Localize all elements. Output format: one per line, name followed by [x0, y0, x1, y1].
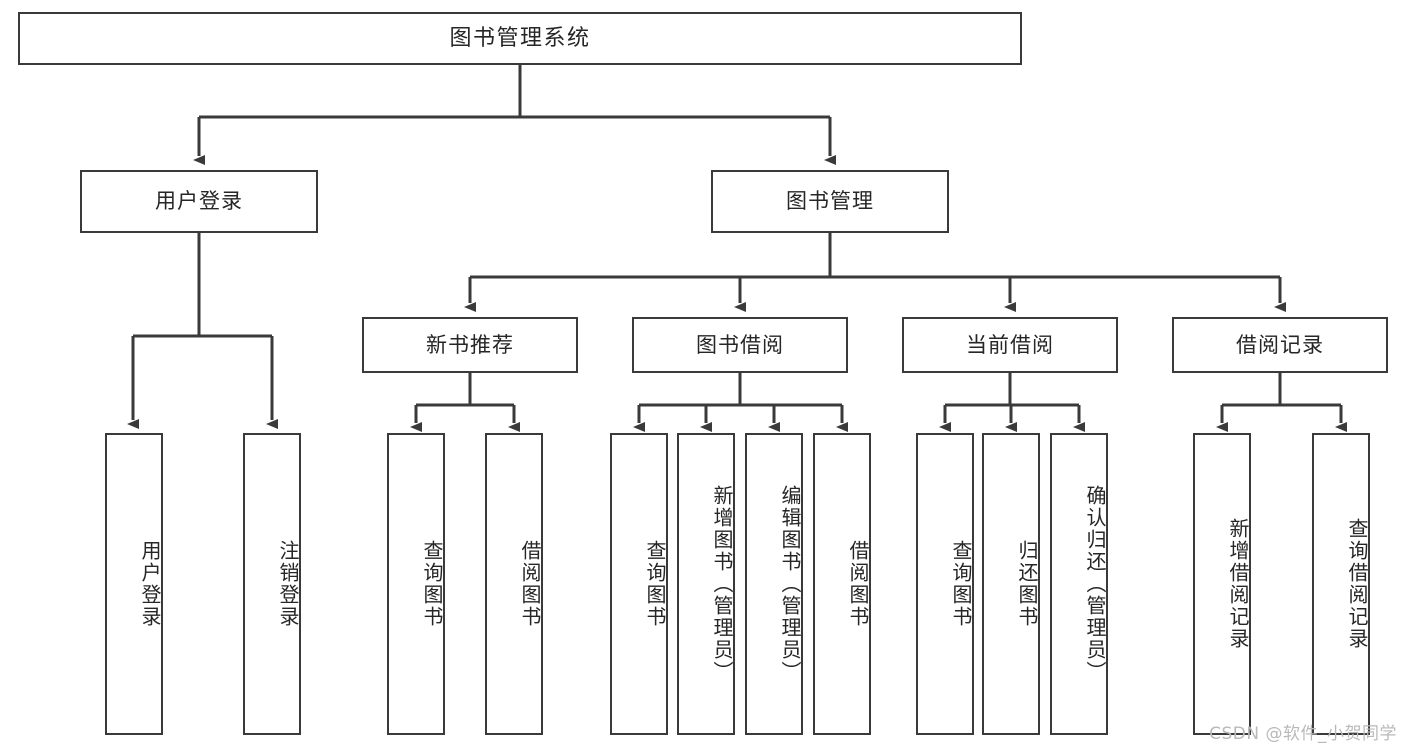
leaf-new-book-borrow[interactable]: 借阅图书 [485, 433, 543, 735]
node-label: 用户登录 [138, 540, 162, 628]
node-current-borrow[interactable]: 当前借阅 [902, 317, 1118, 373]
watermark-text: CSDN @软件_小贺同学 [1209, 724, 1397, 744]
node-new-book-recommend[interactable]: 新书推荐 [362, 317, 578, 373]
node-label: 借阅记录 [1236, 332, 1324, 357]
node-book-borrow[interactable]: 图书借阅 [632, 317, 848, 373]
node-label: 当前借阅 [966, 332, 1054, 357]
node-label: 查询图书 [949, 540, 973, 628]
node-borrow-record[interactable]: 借阅记录 [1172, 317, 1388, 373]
leaf-current-borrow-return[interactable]: 归还图书 [982, 433, 1040, 735]
node-label: 图书管理 [786, 189, 874, 214]
node-label: 注销登录 [276, 540, 300, 628]
node-label: 查询图书 [643, 540, 667, 628]
node-label: 图书借阅 [696, 332, 784, 357]
node-label: 查询图书 [420, 540, 444, 628]
leaf-borrow-record-query[interactable]: 查询借阅记录 [1312, 433, 1370, 735]
leaf-user-login-logout[interactable]: 注销登录 [243, 433, 301, 735]
node-label: 新增借阅记录 [1226, 518, 1250, 650]
node-label: 查询借阅记录 [1345, 518, 1369, 650]
node-label: 新增图书（管理员） [710, 485, 734, 683]
node-label: 确认归还（管理员） [1083, 485, 1107, 683]
leaf-book-borrow-edit[interactable]: 编辑图书（管理员） [745, 433, 803, 735]
leaf-book-borrow-query[interactable]: 查询图书 [610, 433, 668, 735]
leaf-new-book-query[interactable]: 查询图书 [387, 433, 445, 735]
leaf-book-borrow-borrow[interactable]: 借阅图书 [813, 433, 871, 735]
node-label: 借阅图书 [846, 540, 870, 628]
leaf-current-borrow-confirm-return[interactable]: 确认归还（管理员） [1050, 433, 1108, 735]
node-label: 图书管理系统 [449, 25, 591, 51]
node-user-login[interactable]: 用户登录 [80, 170, 318, 233]
leaf-book-borrow-add[interactable]: 新增图书（管理员） [677, 433, 735, 735]
node-book-management[interactable]: 图书管理 [711, 170, 949, 233]
node-root-system[interactable]: 图书管理系统 [18, 12, 1022, 65]
leaf-user-login-login[interactable]: 用户登录 [105, 433, 163, 735]
node-label: 编辑图书（管理员） [778, 485, 802, 683]
node-label: 用户登录 [155, 189, 243, 214]
node-label: 借阅图书 [518, 540, 542, 628]
leaf-borrow-record-add[interactable]: 新增借阅记录 [1193, 433, 1251, 735]
node-label: 归还图书 [1015, 540, 1039, 628]
leaf-current-borrow-query[interactable]: 查询图书 [916, 433, 974, 735]
node-label: 新书推荐 [426, 332, 514, 357]
